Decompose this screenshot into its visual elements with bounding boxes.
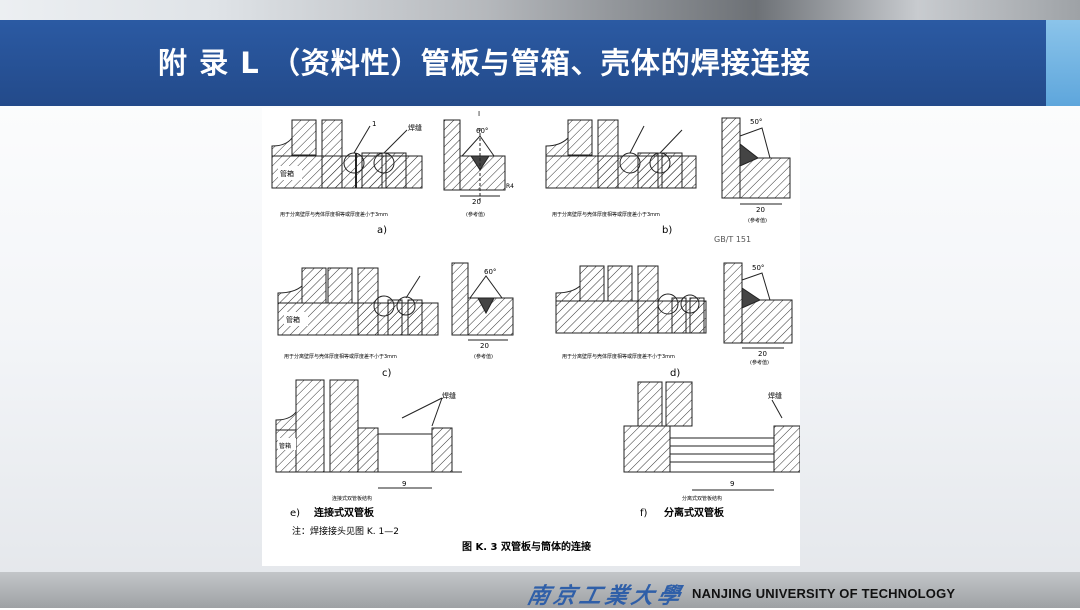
cropped-text: GB/T 151 <box>714 235 751 244</box>
panel-d-label: d) <box>670 368 680 379</box>
detail-a: 60° 20 (参考值) R4 I <box>443 110 514 218</box>
panel-e-note: 连接式双管板结构 <box>332 495 372 502</box>
dim-9-f: 9 <box>730 480 734 488</box>
panel-c: 管箱 用于分离壁厚与壳体厚度相等或厚度差不小于3mm c) <box>277 267 439 379</box>
panel-f-note: 分离式双管板结构 <box>682 495 722 502</box>
title-accent-strip <box>1046 20 1080 106</box>
title-bar <box>0 20 1046 106</box>
r4-label: R4 <box>506 183 514 190</box>
dim-20-d: 20 <box>758 350 767 358</box>
ref-value: (参考值) <box>466 211 485 218</box>
panel-e-label: e) <box>290 508 300 519</box>
weld-label-f: 焊缝 <box>768 391 782 400</box>
panel-b: 用于分离壁厚与壳体厚度相等或厚度差小于3mm b) <box>545 119 697 236</box>
panel-d-note: 用于分离壁厚与壳体厚度相等或厚度差不小于3mm <box>562 353 675 360</box>
figure-image: 管箱 1 焊缝 用于分离壁厚与壳体厚度相等或厚度差小于3mm a) 60° 20… <box>262 108 800 566</box>
weld-label-e: 焊缝 <box>442 391 456 400</box>
panel-a: 管箱 1 焊缝 用于分离壁厚与壳体厚度相等或厚度差小于3mm a) <box>271 119 423 236</box>
figure-caption: 图 K. 3 双管板与筒体的连接 <box>462 540 591 553</box>
header-background-image <box>0 0 1080 22</box>
dim-20-c: 20 <box>480 342 489 350</box>
panel-c-note: 用于分离壁厚与壳体厚度相等或厚度差不小于3mm <box>284 353 397 360</box>
ref-value-d: (参考值) <box>750 359 769 366</box>
figure-note: 注：焊接接头见图 K. 1—2 <box>292 525 399 537</box>
panel-b-note: 用于分离壁厚与壳体厚度相等或厚度差小于3mm <box>552 211 660 218</box>
panel-f-caption: 分离式双管板 <box>664 506 725 519</box>
dim-9-e: 9 <box>402 480 406 488</box>
tube-label-c: 管箱 <box>286 315 300 324</box>
university-logo: 南京工業大學 <box>524 583 687 609</box>
angle-50: 50° <box>750 118 762 126</box>
footer-university-name: NANJING UNIVERSITY OF TECHNOLOGY <box>692 586 956 601</box>
panel-e-caption: 连接式双管板 <box>314 506 375 519</box>
callout-1: 1 <box>372 120 376 128</box>
ref-value-b: (参考值) <box>748 217 767 224</box>
panel-b-label: b) <box>662 225 672 236</box>
tube-label-e: 管箱 <box>279 442 291 450</box>
angle-60: 60° <box>476 127 488 135</box>
ref-value-c: (参考值) <box>474 353 493 360</box>
panel-f-label: f) <box>640 508 648 519</box>
detail-d: 50° 20 (参考值) <box>723 262 793 366</box>
panel-c-label: c) <box>382 368 391 379</box>
angle-50-d: 50° <box>752 264 764 272</box>
angle-60-c: 60° <box>484 268 496 276</box>
slide-title: 附 录 L （资料性）管板与管箱、壳体的焊接连接 <box>158 46 811 80</box>
panel-d: 用于分离壁厚与壳体厚度相等或厚度差不小于3mm d) <box>555 265 707 379</box>
panel-a-note: 用于分离壁厚与壳体厚度相等或厚度差小于3mm <box>280 211 388 218</box>
panel-f: 9 焊缝 分离式双管板结构 f) 分离式双管板 <box>623 381 800 519</box>
weld-label: 焊缝 <box>408 123 422 132</box>
detail-b: 50° 20 (参考值) <box>721 117 791 224</box>
tube-label: 管箱 <box>280 169 294 178</box>
panel-a-label: a) <box>377 225 387 236</box>
dim-20: 20 <box>472 198 481 206</box>
panel-e: 9 焊缝 管箱 连接式双管板结构 e) 连接式双管板 <box>275 379 462 519</box>
detail-c: 60° 20 (参考值) <box>451 262 514 360</box>
dim-20-b: 20 <box>756 206 765 214</box>
footer-bar <box>0 572 1080 608</box>
section-mark: I <box>478 110 480 118</box>
